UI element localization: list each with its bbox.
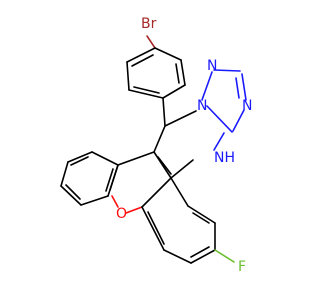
pyran-ring [109,125,194,214]
triazole-ring [164,69,247,151]
phenyl-ring [60,151,119,206]
bromophenyl-ring [126,35,186,99]
fluorobenzene-ring [141,177,235,264]
atom-o: O [116,206,127,222]
atom-n3: N [242,98,252,114]
atom-labels: Br N N N NH O F [116,16,252,275]
atom-br: Br [141,16,157,32]
atom-f: F [238,259,246,275]
bond-ch-aryl [162,97,166,127]
atom-n1: N [197,98,207,114]
atom-nh: NH [214,150,235,166]
atom-n2: N [207,58,217,74]
molecule-structure: Br N N N NH O F [60,16,252,275]
